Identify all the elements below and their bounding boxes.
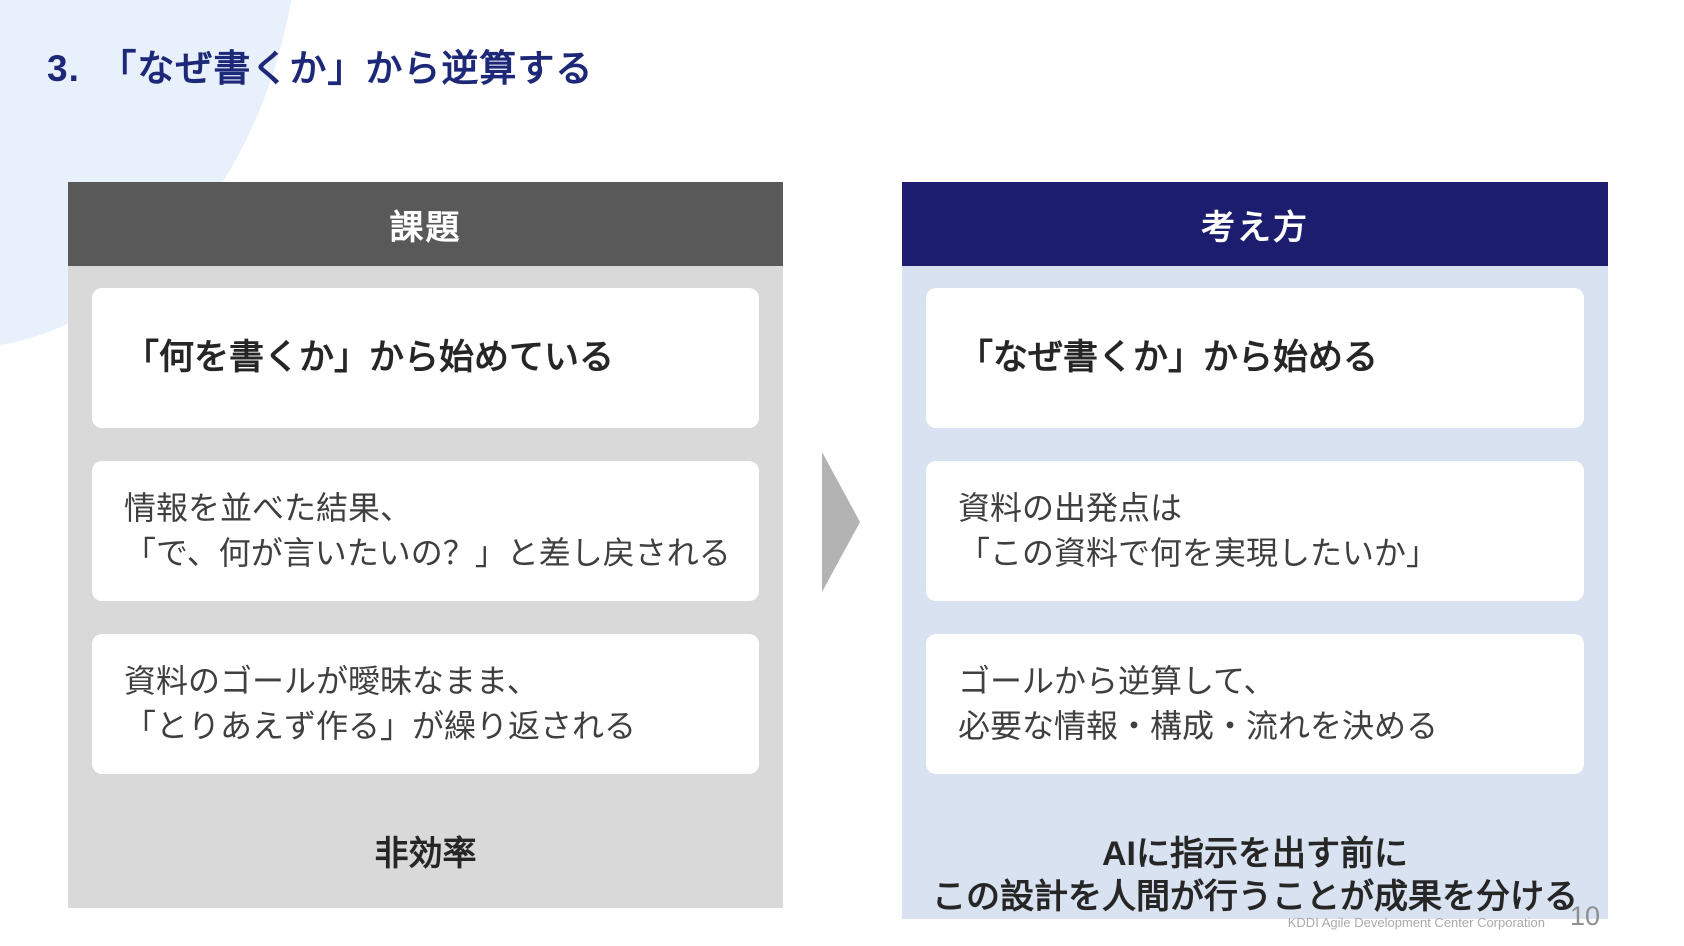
approach-card-1: 「なぜ書くか」から始める xyxy=(926,288,1584,428)
approach-card-3-line-1: ゴールから逆算して、 xyxy=(958,662,1276,699)
problem-card-3: 資料のゴールが曖昧なまま、 「とりあえず作る」が繰り返される xyxy=(92,634,759,774)
problem-card-1: 「何を書くか」から始めている xyxy=(92,288,759,428)
approach-card-1-text: 「なぜ書くか」から始める xyxy=(958,338,1379,378)
approach-panel-header: 考え方 xyxy=(902,182,1608,266)
problem-card-3-line-2: 「とりあえず作る」が繰り返される xyxy=(124,708,637,744)
approach-card-2-line-2: 「この資料で何を実現したいか」 xyxy=(958,535,1439,571)
page-number: 10 xyxy=(1569,901,1600,931)
approach-card-2: 資料の出発点は 「この資料で何を実現したいか」 xyxy=(926,461,1584,601)
problem-conclusion: 非効率 xyxy=(374,835,477,873)
problem-card-2-line-1: 情報を並べた結果、 xyxy=(124,489,413,526)
page-title: 3. 「なぜ書くか」から逆算する xyxy=(47,48,594,89)
problem-card-3-line-1: 資料のゴールが曖昧なまま、 xyxy=(124,662,539,699)
approach-card-2-line-1: 資料の出発点は xyxy=(958,489,1183,526)
approach-card-3-line-2: 必要な情報・構成・流れを決める xyxy=(958,708,1439,744)
approach-conclusion: AIに指示を出す前に この設計を人間が行うことが成果を分ける xyxy=(926,833,1584,919)
problem-panel-body: 「何を書くか」から始めている 情報を並べた結果、 「で、何が言いたいの？」と差し… xyxy=(68,266,783,908)
problem-panel: 課題 「何を書くか」から始めている 情報を並べた結果、 「で、何が言いたいの？」… xyxy=(68,182,783,908)
approach-conclusion-line-2: この設計を人間が行うことが成果を分ける xyxy=(932,877,1578,916)
problem-panel-header: 課題 xyxy=(68,182,783,266)
problem-card-2: 情報を並べた結果、 「で、何が言いたいの？」と差し戻される xyxy=(92,461,759,601)
footer-company-name: KDDI Agile Development Center Corporatio… xyxy=(1287,915,1545,930)
flow-arrow-icon xyxy=(822,452,860,592)
approach-panel-body: 「なぜ書くか」から始める 資料の出発点は 「この資料で何を実現したいか」 ゴール… xyxy=(902,266,1608,919)
approach-conclusion-line-1: AIに指示を出す前に xyxy=(1102,835,1408,873)
problem-card-1-text: 「何を書くか」から始めている xyxy=(124,338,615,378)
approach-panel: 考え方 「なぜ書くか」から始める 資料の出発点は 「この資料で何を実現したいか」… xyxy=(902,182,1608,919)
approach-card-3: ゴールから逆算して、 必要な情報・構成・流れを決める xyxy=(926,634,1584,774)
problem-card-2-line-2: 「で、何が言いたいの？」と差し戻される xyxy=(124,535,731,571)
